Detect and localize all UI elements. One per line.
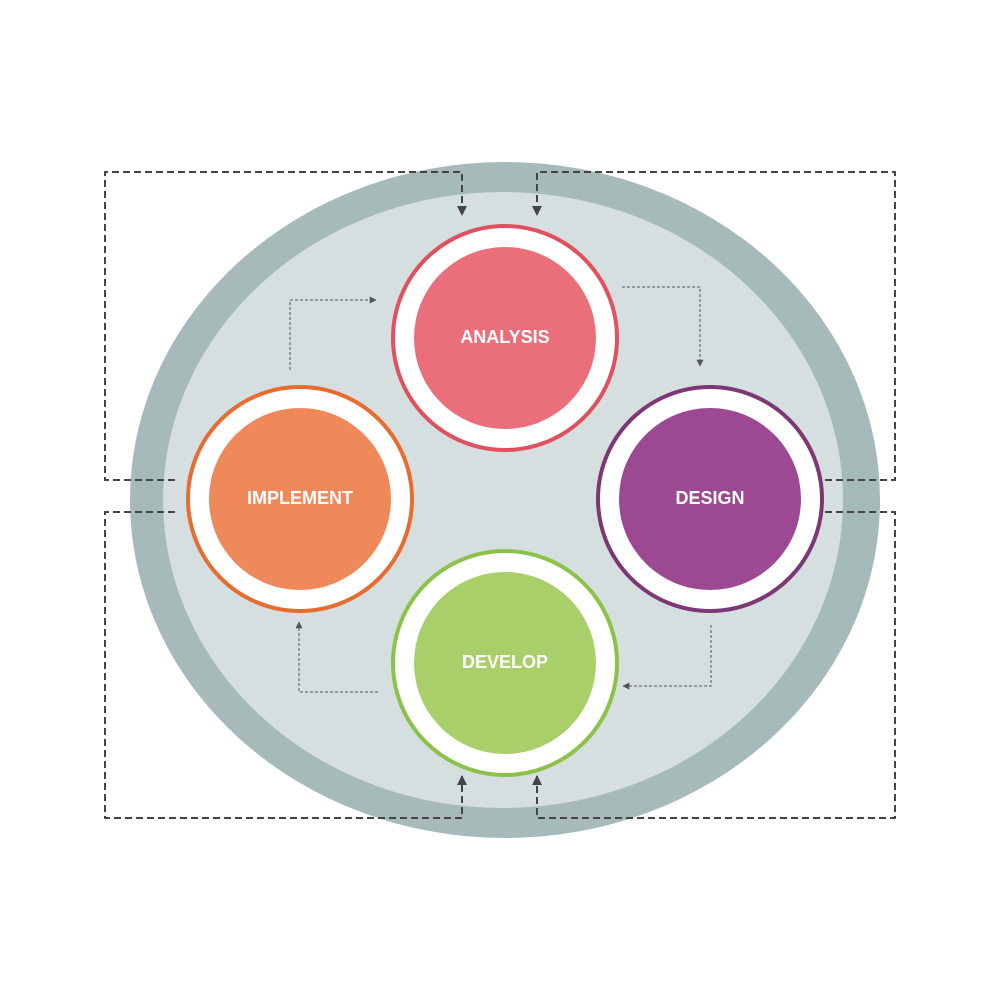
node-develop-fill (414, 572, 596, 754)
arrow-develop-to-implement (295, 621, 378, 693)
arrow-analysis-to-design (622, 286, 704, 367)
node-design-label: DESIGN (675, 488, 744, 508)
connector-implement-to-develop (104, 511, 467, 819)
connector-design-to-develop (532, 511, 896, 819)
connector-design-to-analysis (532, 171, 896, 481)
node-develop: DEVELOP (391, 549, 619, 777)
node-develop-label: DEVELOP (462, 652, 548, 672)
arrow-implement-to-analysis (289, 296, 377, 370)
node-analysis-fill (414, 247, 596, 429)
node-analysis-label: ANALYSIS (460, 327, 549, 347)
inner-ellipse (163, 192, 843, 808)
outer-feedback-connectors (104, 171, 896, 819)
node-implement-fill (209, 408, 391, 590)
node-analysis: ANALYSIS (391, 224, 619, 452)
arrow-design-to-develop (622, 625, 712, 690)
node-design: DESIGN (596, 385, 824, 613)
node-implement-label: IMPLEMENT (247, 488, 353, 508)
inner-cycle-connectors (289, 286, 712, 693)
node-implement: IMPLEMENT (186, 385, 414, 613)
node-design-fill (619, 408, 801, 590)
connector-implement-to-analysis (104, 171, 467, 481)
